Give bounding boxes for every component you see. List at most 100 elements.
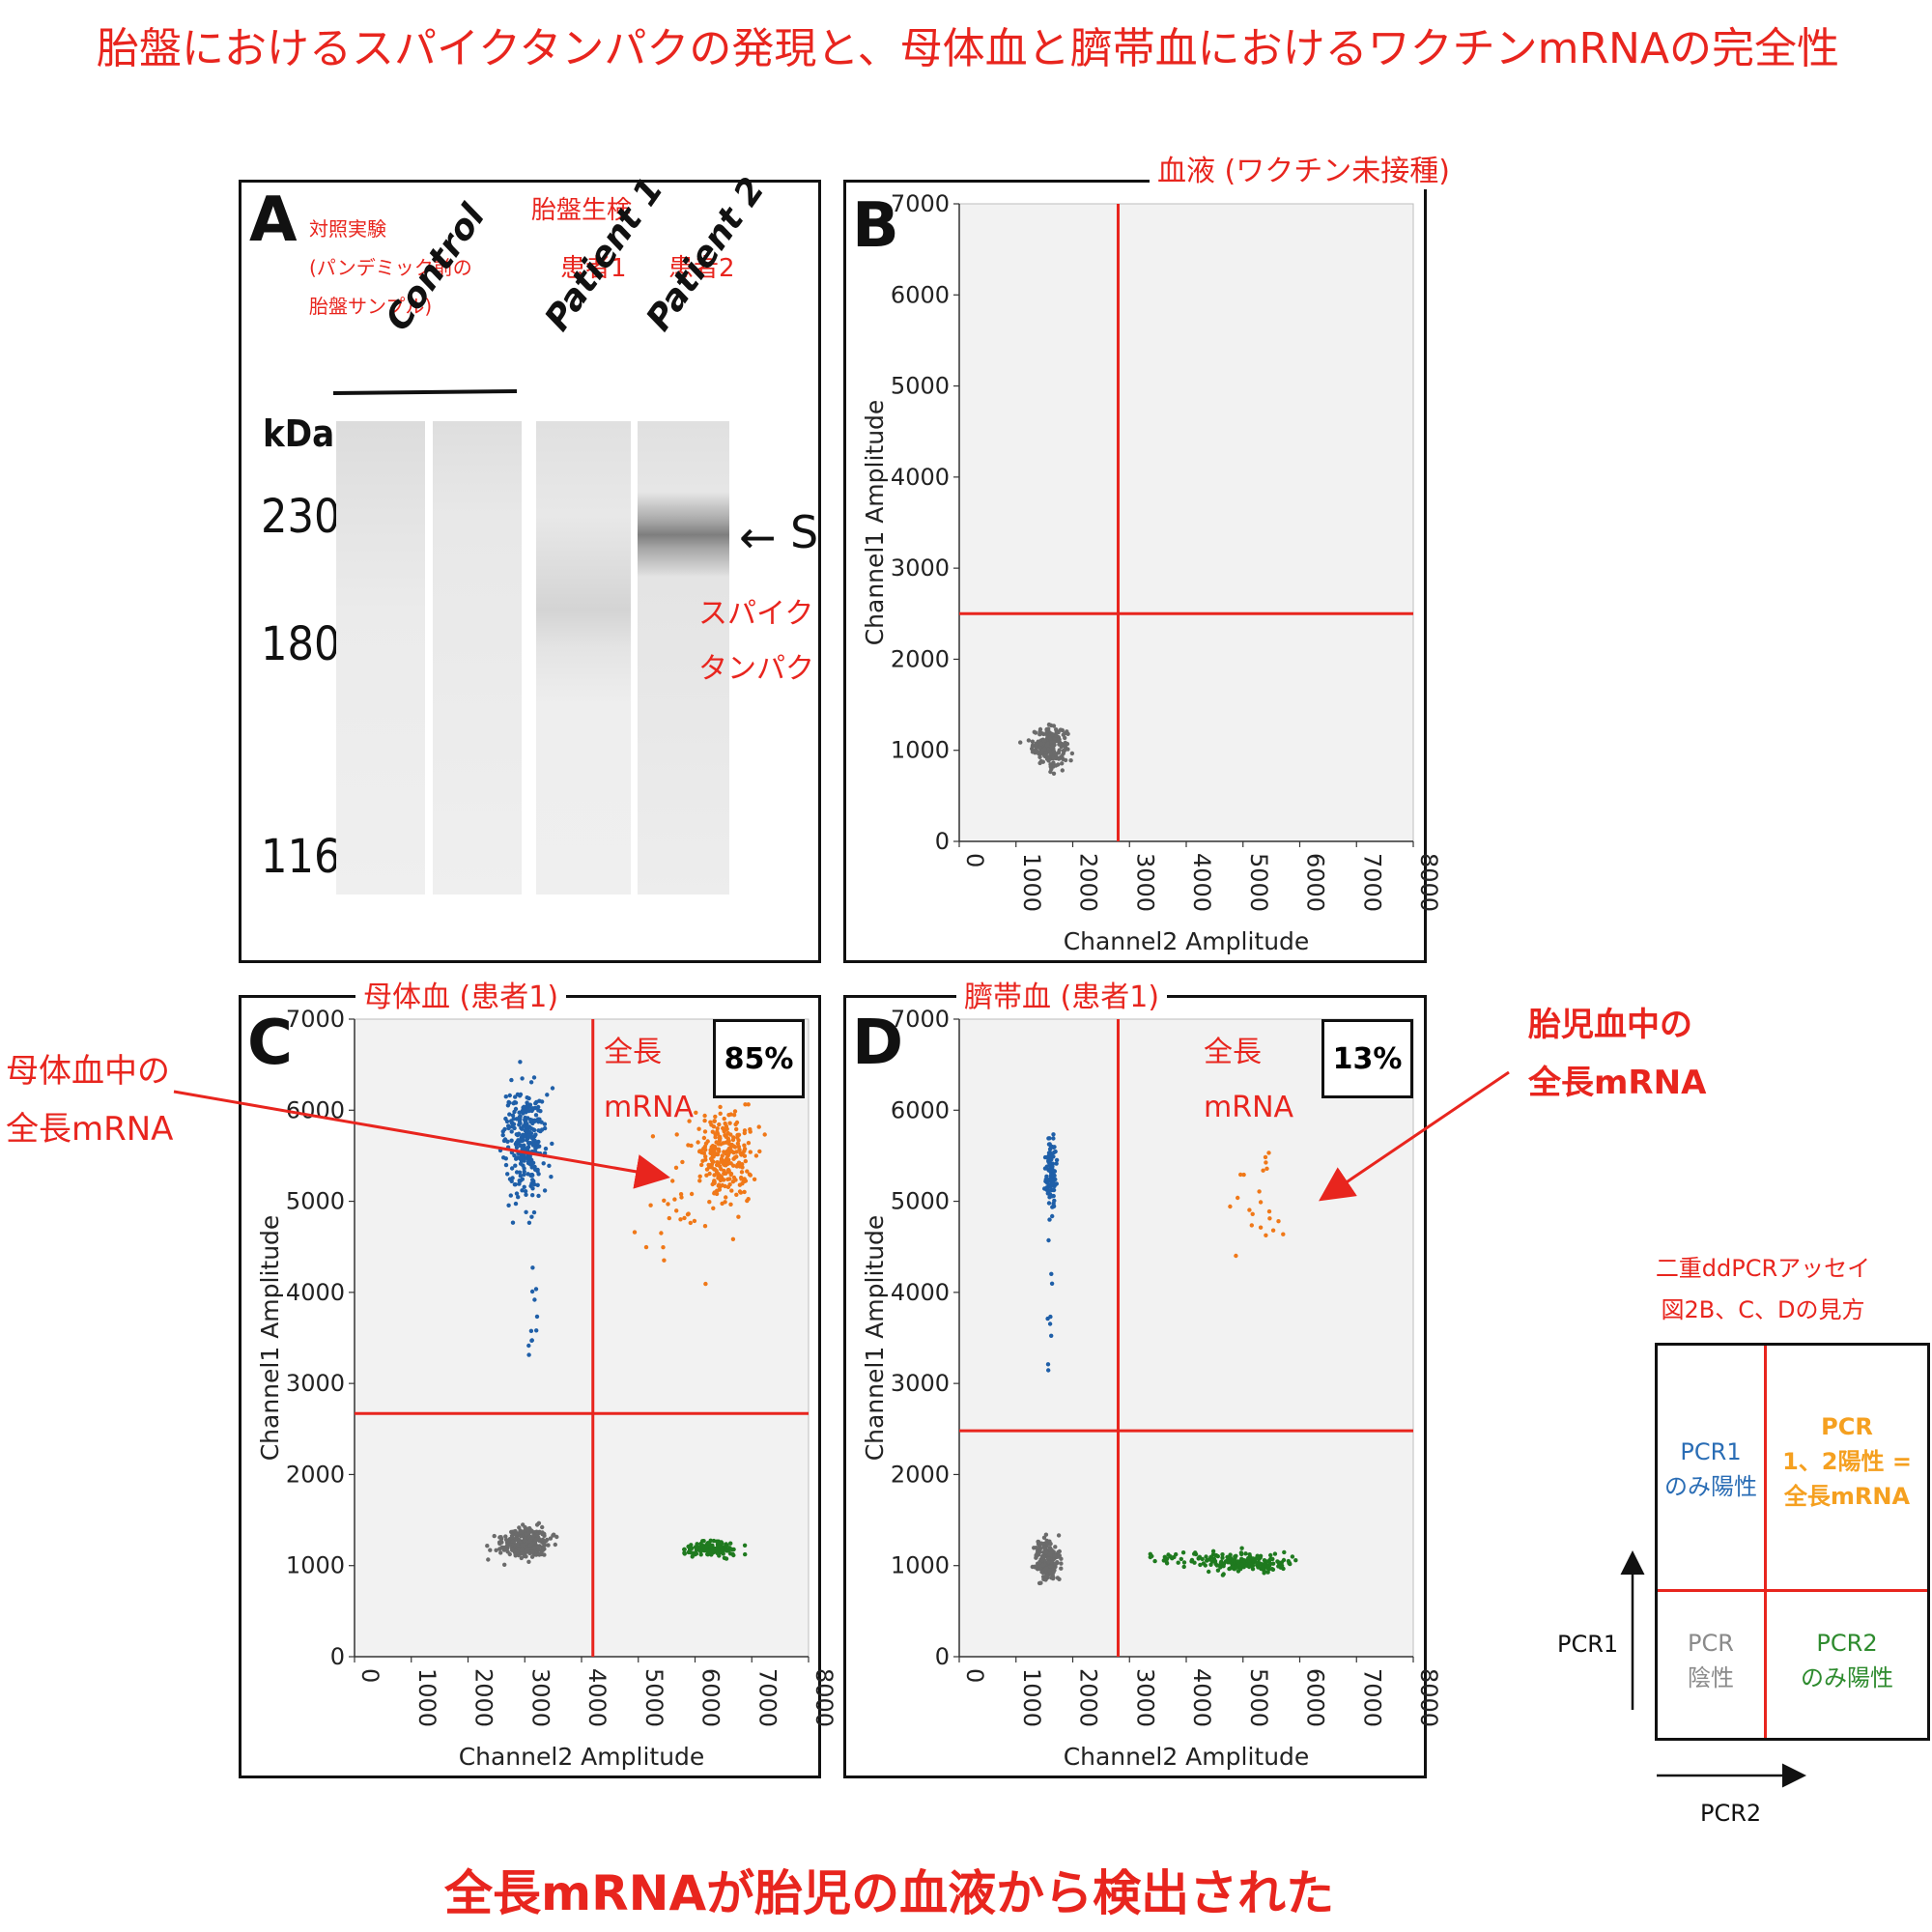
droplet-point — [522, 1104, 526, 1110]
droplet-point — [505, 1145, 511, 1150]
droplet-point — [509, 1077, 514, 1083]
droplet-point — [1056, 1533, 1062, 1538]
droplet-point — [704, 1173, 709, 1178]
droplet-point — [1247, 1558, 1252, 1563]
droplet-point — [1049, 1333, 1054, 1338]
droplet-point — [1270, 1556, 1275, 1562]
droplet-point — [1290, 1554, 1295, 1559]
droplet-point — [503, 1537, 509, 1543]
droplet-point — [1054, 1161, 1059, 1166]
droplet-point — [1267, 1216, 1272, 1221]
droplet-point — [735, 1132, 740, 1138]
droplet-point — [1241, 1172, 1246, 1178]
y-tick-label: 1000 — [891, 737, 950, 764]
droplet-point — [547, 1163, 552, 1168]
droplet-point — [1051, 1180, 1056, 1185]
droplet-point — [1272, 1551, 1278, 1556]
droplet-point — [520, 1543, 526, 1548]
droplet-point — [1057, 748, 1062, 753]
droplet-point — [1238, 1550, 1244, 1555]
droplet-point — [722, 1162, 727, 1168]
y-tick-label: 6000 — [891, 281, 950, 308]
droplet-point — [530, 1265, 535, 1270]
droplet-point — [1261, 1168, 1265, 1173]
droplet-point — [1218, 1563, 1223, 1569]
droplet-point — [686, 1211, 691, 1216]
droplet-point — [1044, 1566, 1049, 1572]
droplet-point — [728, 1202, 733, 1207]
droplet-point — [689, 1143, 694, 1149]
percent-badge-c: 85% — [713, 1019, 805, 1098]
droplet-point — [708, 1544, 713, 1549]
droplet-point — [1058, 727, 1064, 732]
droplet-point — [1189, 1559, 1194, 1564]
droplet-point — [529, 1181, 534, 1186]
droplet-point — [1053, 1545, 1058, 1549]
droplet-point — [514, 1145, 520, 1151]
x-tick-label: 3000 — [526, 1668, 554, 1727]
droplet-point — [516, 1547, 521, 1551]
droplet-point — [1047, 736, 1053, 741]
droplet-point — [526, 1343, 531, 1349]
droplet-point — [701, 1539, 706, 1544]
droplet-point — [522, 1184, 526, 1189]
droplet-point — [1254, 1560, 1260, 1565]
droplet-point — [1046, 1368, 1051, 1373]
lane-patient2 — [638, 421, 729, 895]
droplet-point — [1036, 739, 1040, 744]
droplet-point — [1228, 1204, 1233, 1209]
droplet-point — [756, 1124, 761, 1129]
droplet-point — [703, 1148, 708, 1152]
droplet-point — [1258, 1225, 1264, 1230]
droplet-point — [1049, 1281, 1055, 1286]
droplet-point — [525, 1102, 530, 1108]
droplet-point — [522, 1158, 526, 1163]
droplet-point — [1236, 1195, 1240, 1201]
droplet-point — [724, 1126, 729, 1131]
droplet-point — [503, 1534, 508, 1539]
droplet-point — [531, 1209, 537, 1215]
droplet-point — [506, 1123, 511, 1128]
droplet-point — [540, 1548, 546, 1552]
droplet-point — [536, 1520, 542, 1525]
droplet-point — [1061, 748, 1066, 753]
droplet-point — [532, 1297, 537, 1302]
droplet-point — [510, 1539, 516, 1545]
droplet-point — [1047, 1162, 1052, 1167]
droplet-point — [1045, 1191, 1050, 1196]
droplet-point — [1052, 1198, 1057, 1204]
droplet-point — [1230, 1565, 1236, 1570]
droplet-point — [736, 1138, 741, 1143]
droplet-point — [1043, 1549, 1049, 1555]
droplet-point — [542, 1531, 547, 1537]
droplet-point — [1181, 1560, 1187, 1565]
droplet-point — [536, 1108, 541, 1113]
droplet-point — [1264, 1233, 1268, 1237]
droplet-point — [1179, 1556, 1183, 1562]
x-tick-label: 2000 — [470, 1668, 497, 1727]
droplet-point — [1052, 1553, 1057, 1558]
legend-vertical-threshold — [1764, 1346, 1767, 1738]
y-tick-label: 2000 — [891, 645, 950, 672]
droplet-point — [1236, 1560, 1240, 1565]
droplet-point — [1275, 1559, 1280, 1564]
droplet-point — [682, 1215, 687, 1221]
droplet-point — [503, 1094, 508, 1099]
droplet-point — [1060, 768, 1065, 773]
droplet-point — [731, 1151, 736, 1155]
droplet-point — [1044, 1185, 1049, 1190]
droplet-point — [710, 1550, 716, 1555]
droplet-point — [533, 1537, 538, 1543]
droplet-point — [1234, 1565, 1239, 1570]
y-axis-label: Channel1 Amplitude — [861, 1215, 889, 1462]
droplet-point — [1032, 729, 1037, 734]
droplet-point — [1048, 1177, 1054, 1182]
droplet-point — [518, 1161, 524, 1166]
droplet-point — [520, 1551, 526, 1556]
droplet-point — [488, 1548, 493, 1552]
droplet-point — [732, 1155, 737, 1160]
droplet-point — [728, 1132, 733, 1137]
